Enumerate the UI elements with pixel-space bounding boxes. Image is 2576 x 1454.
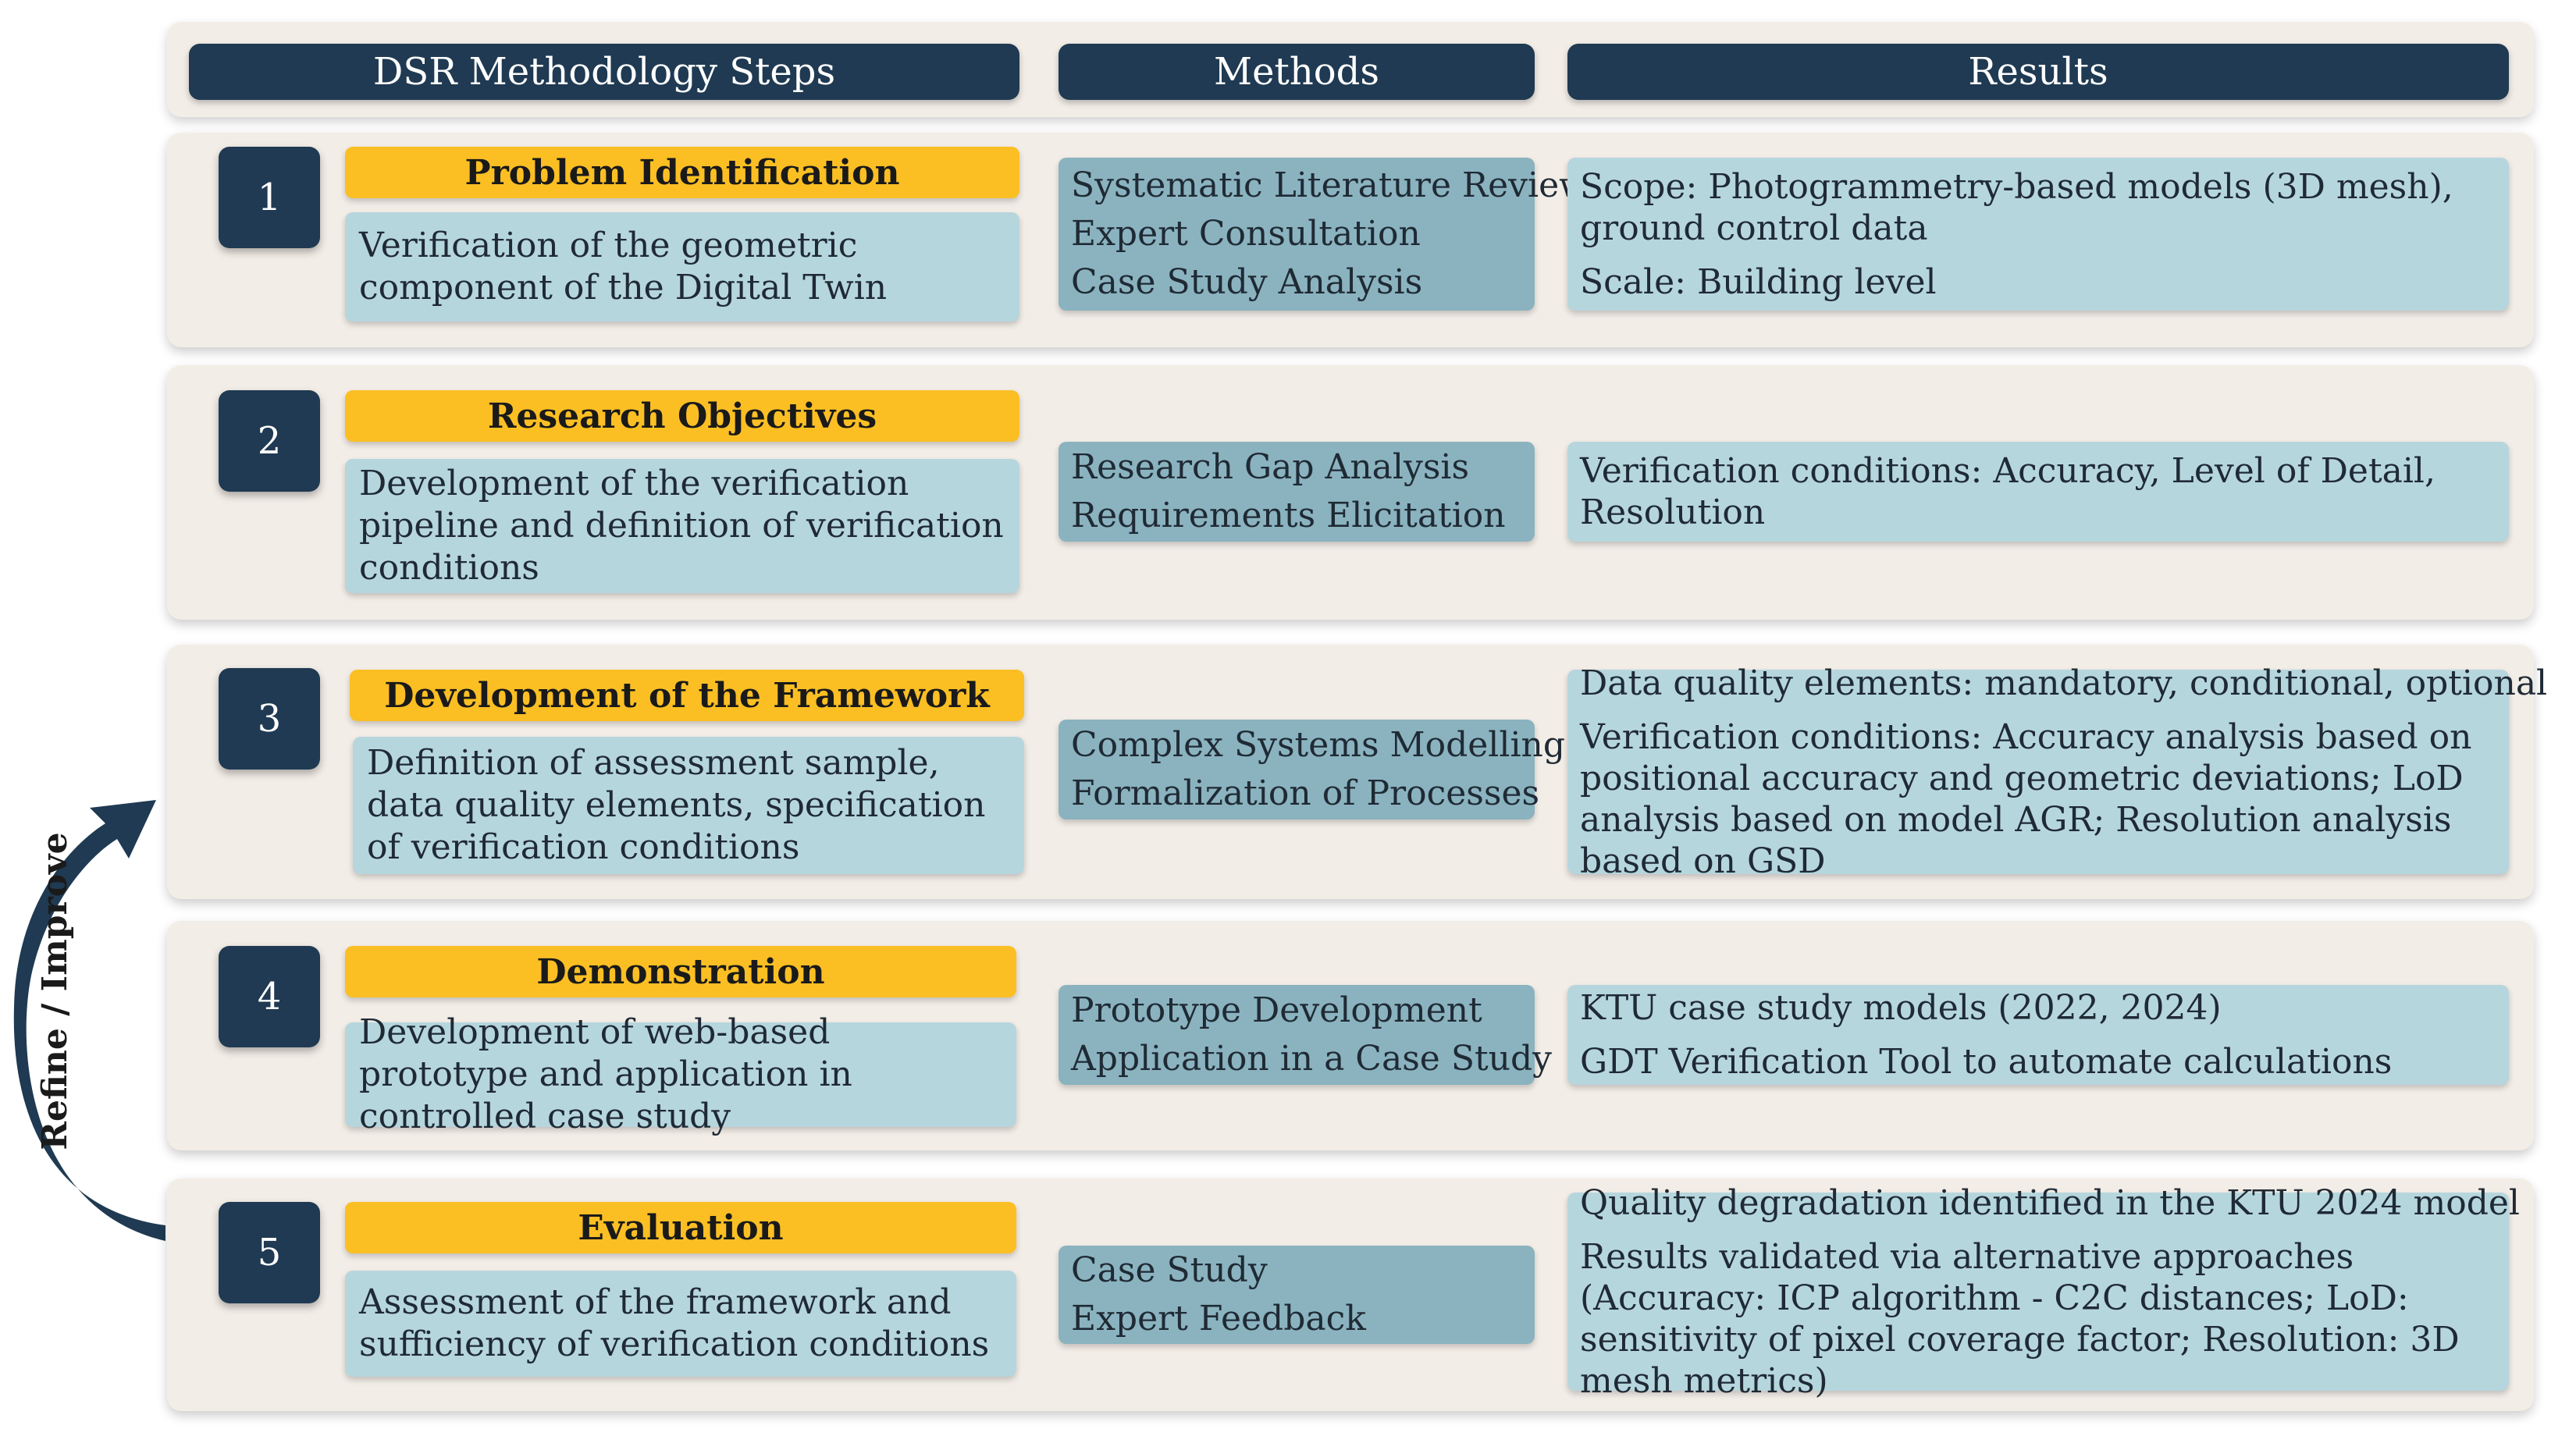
results-box-3: Data quality elements: mandatory, condit…: [1567, 663, 2547, 881]
method-item: Application in a Case Study: [1071, 1039, 1552, 1079]
step-description-3: Definition of assessment sample, data qu…: [353, 737, 1024, 874]
step-number-3: 3: [219, 668, 320, 770]
step-title-5: Evaluation: [345, 1202, 1016, 1253]
method-item: Case Study: [1071, 1250, 1268, 1290]
methods-box-3: Complex Systems Modelling Formalization …: [1059, 720, 1566, 819]
step-description-2: Development of the verification pipeline…: [345, 459, 1019, 593]
header-results: Results: [1567, 44, 2509, 100]
step-description-5: Assessment of the framework and sufficie…: [345, 1271, 1016, 1377]
header-steps: DSR Methodology Steps: [189, 44, 1019, 100]
methods-box-2: Research Gap Analysis Requirements Elici…: [1059, 442, 1535, 542]
refine-improve-label: Refine / Improve: [34, 832, 75, 1150]
result-item: Quality degradation identified in the KT…: [1580, 1182, 2521, 1223]
method-item: Expert Consultation: [1071, 214, 1421, 254]
methods-box-4: Prototype Development Application in a C…: [1059, 985, 1552, 1085]
step-number-1: 1: [219, 147, 320, 248]
method-item: Expert Feedback: [1071, 1299, 1366, 1338]
results-box-4: KTU case study models (2022, 2024) GDT V…: [1567, 985, 2509, 1085]
result-item: Results validated via alternative approa…: [1580, 1236, 2460, 1401]
refine-loop-arrow-icon: [13, 800, 165, 1241]
results-box-5: Quality degradation identified in the KT…: [1567, 1183, 2520, 1401]
result-item: Verification conditions: Accuracy, Level…: [1580, 451, 2435, 532]
step-title-3: Development of the Framework: [350, 670, 1024, 721]
step-title-4: Demonstration: [345, 946, 1016, 997]
step-number-5: 5: [219, 1202, 320, 1303]
step-description-1: Verification of the geometric component …: [345, 212, 1019, 322]
step-title-1: Problem Identification: [345, 147, 1019, 198]
method-item: Prototype Development: [1071, 990, 1482, 1030]
method-item: Case Study Analysis: [1071, 262, 1423, 302]
method-item: Requirements Elicitation: [1071, 496, 1506, 535]
header-methods: Methods: [1059, 44, 1535, 100]
step-number-4: 4: [219, 946, 320, 1047]
result-item: Data quality elements: mandatory, condit…: [1580, 663, 2548, 703]
method-item: Formalization of Processes: [1071, 773, 1540, 813]
result-item: Verification conditions: Accuracy analys…: [1580, 716, 2472, 881]
result-item: GDT Verification Tool to automate calcul…: [1580, 1042, 2393, 1082]
method-item: Complex Systems Modelling: [1071, 725, 1566, 765]
methods-box-5: Case Study Expert Feedback: [1059, 1246, 1535, 1344]
method-item: Systematic Literature Review: [1071, 165, 1589, 205]
step-title-2: Research Objectives: [345, 390, 1019, 442]
result-item: Scope: Photogrammetry-based models (3D m…: [1580, 166, 2453, 248]
results-box-1: Scope: Photogrammetry-based models (3D m…: [1567, 158, 2509, 311]
result-item: KTU case study models (2022, 2024): [1580, 988, 2222, 1028]
result-item: Scale: Building level: [1580, 261, 1937, 302]
methods-box-1: Systematic Literature Review Expert Cons…: [1059, 158, 1589, 311]
step-number-2: 2: [219, 390, 320, 492]
method-item: Research Gap Analysis: [1071, 447, 1470, 487]
step-description-4: Development of web-based prototype and a…: [345, 1012, 1016, 1136]
results-box-2: Verification conditions: Accuracy, Level…: [1567, 442, 2509, 542]
